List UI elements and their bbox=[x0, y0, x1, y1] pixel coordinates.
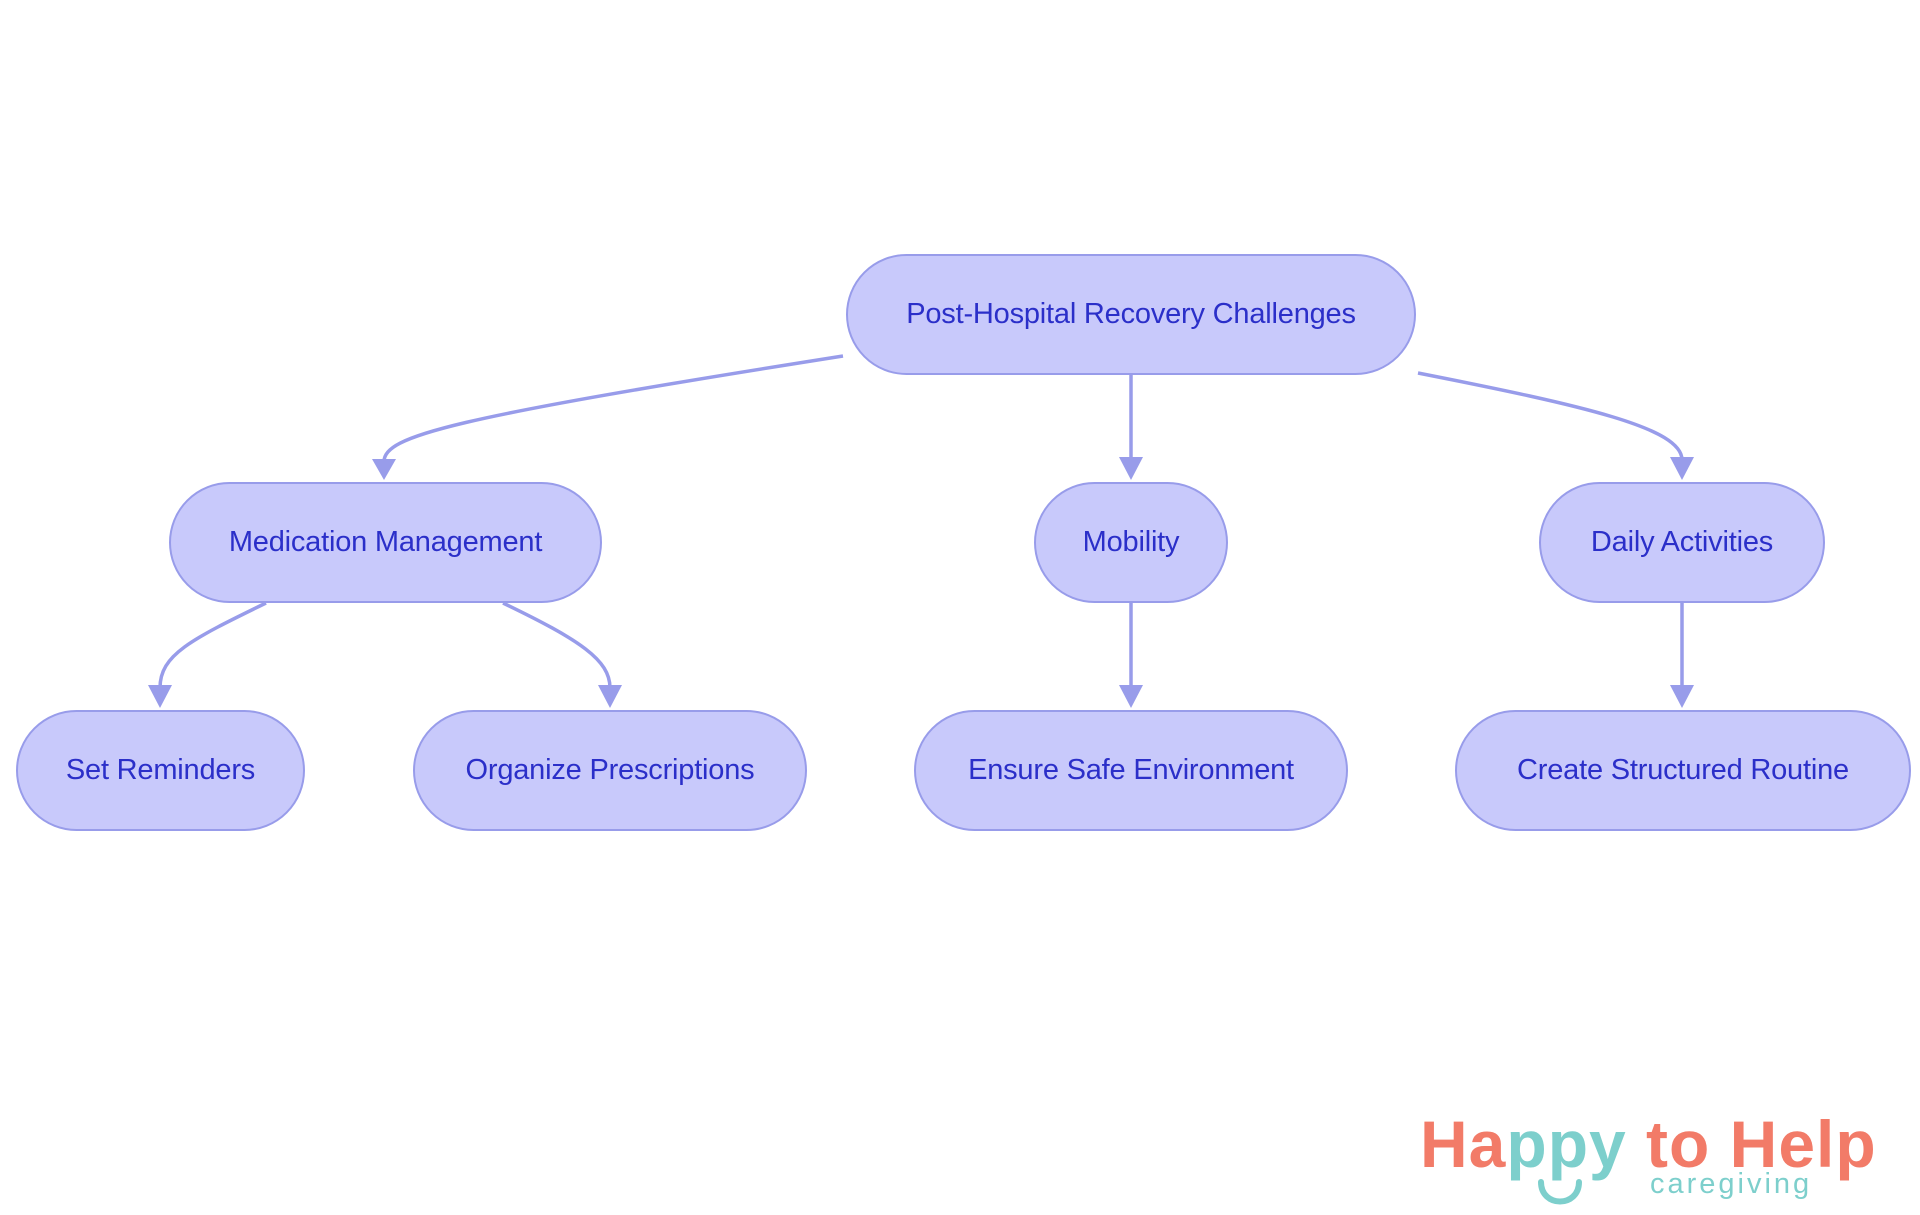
smile-icon bbox=[1538, 1179, 1582, 1205]
arrow-head-routine bbox=[1670, 685, 1694, 708]
arrow-head-mobility bbox=[1119, 457, 1143, 480]
node-label: Post-Hospital Recovery Challenges bbox=[906, 298, 1356, 330]
logo-wordmark: Happy to Help bbox=[1420, 1108, 1877, 1180]
node-ensure-safe-environment: Ensure Safe Environment bbox=[914, 710, 1348, 831]
node-post-hospital-recovery-challenges: Post-Hospital Recovery Challenges bbox=[846, 254, 1416, 375]
node-mobility: Mobility bbox=[1034, 482, 1228, 603]
arrow-head-medication bbox=[372, 459, 396, 480]
node-label: Mobility bbox=[1082, 526, 1180, 558]
logo-word-ppy: ppy bbox=[1506, 1107, 1627, 1181]
logo-word-to-help: to Help bbox=[1626, 1107, 1877, 1181]
arrow-head-safe-environment bbox=[1119, 685, 1143, 708]
node-organize-prescriptions: Organize Prescriptions bbox=[413, 710, 807, 831]
node-label: Organize Prescriptions bbox=[465, 754, 755, 786]
node-label: Medication Management bbox=[228, 526, 543, 558]
node-label: Set Reminders bbox=[65, 754, 256, 786]
node-create-structured-routine: Create Structured Routine bbox=[1455, 710, 1911, 831]
arrow-head-reminders bbox=[148, 685, 172, 708]
node-medication-management: Medication Management bbox=[169, 482, 602, 603]
arrow-head-daily bbox=[1670, 457, 1694, 480]
edge-root-to-medication bbox=[382, 354, 844, 463]
node-daily-activities: Daily Activities bbox=[1539, 482, 1825, 603]
logo-word-ha: Ha bbox=[1420, 1107, 1507, 1181]
edge-root-to-daily bbox=[1417, 371, 1684, 461]
logo-tagline: caregiving bbox=[1650, 1168, 1813, 1200]
node-set-reminders: Set Reminders bbox=[16, 710, 305, 831]
edge-medication-to-prescriptions bbox=[502, 601, 612, 689]
node-label: Ensure Safe Environment bbox=[968, 754, 1294, 786]
node-label: Create Structured Routine bbox=[1517, 754, 1849, 786]
node-label: Daily Activities bbox=[1590, 526, 1774, 558]
brand-logo: Happy to Help caregiving bbox=[1420, 1108, 1890, 1208]
edge-medication-to-reminders bbox=[158, 601, 267, 689]
arrow-head-prescriptions bbox=[598, 685, 622, 708]
